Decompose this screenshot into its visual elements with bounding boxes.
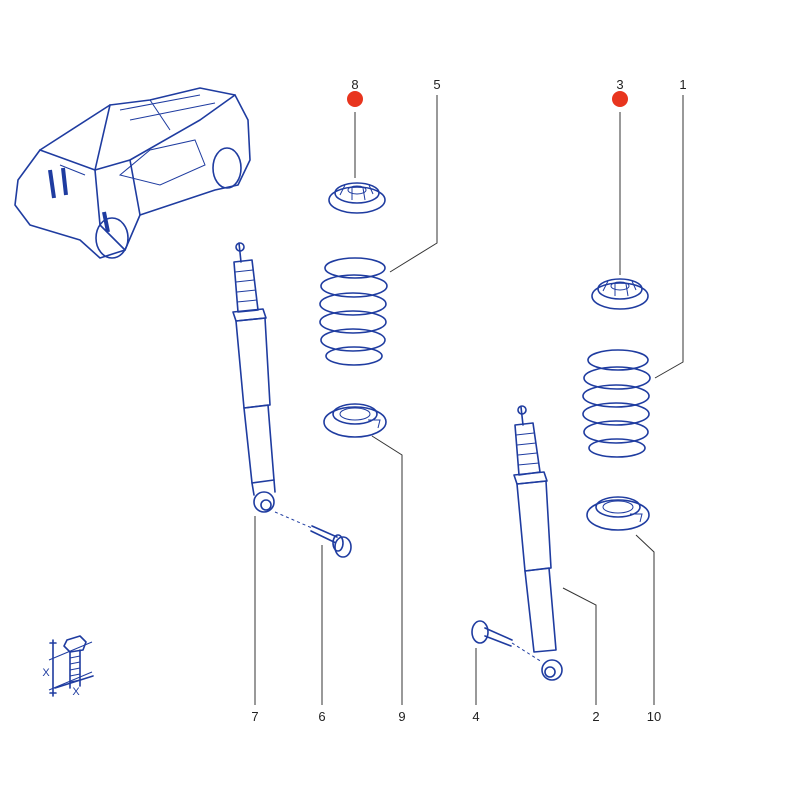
callout-3[interactable]: 3 (616, 77, 623, 92)
torque-bolt-icon: X X (42, 635, 94, 698)
coil-spring-right[interactable] (582, 349, 651, 458)
replace-marker-3 (612, 91, 628, 107)
callout-1[interactable]: 1 (679, 77, 686, 92)
callout-4[interactable]: 4 (472, 709, 479, 724)
callout-6[interactable]: 6 (318, 709, 325, 724)
lower-spring-seat-right[interactable] (586, 496, 650, 531)
callout-7[interactable]: 7 (251, 709, 258, 724)
shock-absorber-right[interactable] (513, 405, 563, 681)
replace-marker-8 (347, 91, 363, 107)
callout-10[interactable]: 10 (647, 709, 661, 724)
coil-spring-left[interactable] (319, 257, 388, 366)
callout-8[interactable]: 8 (351, 77, 358, 92)
bolt-left[interactable] (274, 511, 352, 558)
torque-label-horizontal: X (72, 686, 80, 698)
callout-9[interactable]: 9 (398, 709, 405, 724)
torque-label-vertical: X (42, 667, 50, 679)
lower-spring-seat-left[interactable] (323, 403, 387, 438)
bolt-right[interactable] (471, 620, 543, 663)
callout-2[interactable]: 2 (592, 709, 599, 724)
shock-absorber-left[interactable] (232, 242, 276, 513)
upper-spring-seat-right[interactable] (591, 278, 649, 310)
vehicle-location-icon (14, 87, 251, 259)
upper-spring-seat-left[interactable] (328, 182, 386, 214)
callout-5[interactable]: 5 (433, 77, 440, 92)
leader-lines (254, 95, 684, 705)
